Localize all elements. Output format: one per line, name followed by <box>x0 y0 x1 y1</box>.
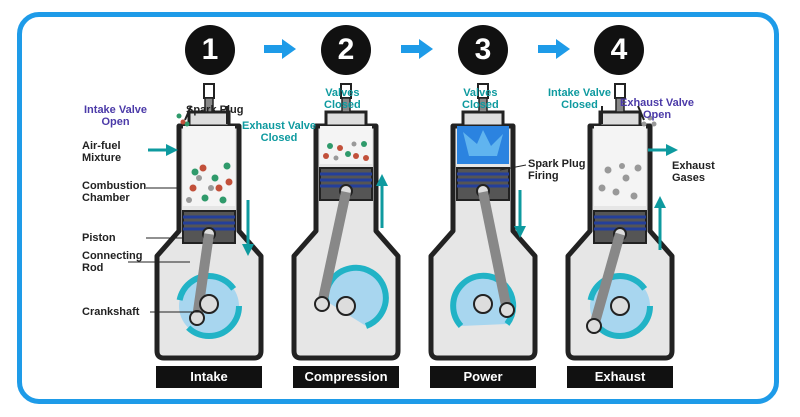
combustion-chamber-label: Combustion Chamber <box>82 180 147 204</box>
piston-label: Piston <box>82 232 116 244</box>
spark-plug-label: Spark Plug <box>186 104 244 116</box>
exhaust-valve-open-label: Exhaust Valve Open <box>620 97 694 121</box>
stage2-valves-closed-label: Valves Closed <box>324 87 361 111</box>
step-3-circle: 3 <box>458 25 508 75</box>
step-1-circle: 1 <box>185 25 235 75</box>
intake-stage-label: Intake <box>156 366 262 388</box>
intake-valve-open-label: Intake Valve Open <box>84 104 147 128</box>
power-stage-label: Power <box>430 366 536 388</box>
connecting-rod-label: Connecting Rod <box>82 250 143 274</box>
intake-valve-closed-label: Intake Valve Closed <box>548 87 611 111</box>
step-4-circle: 4 <box>594 25 644 75</box>
step-arrow-2 <box>401 39 433 59</box>
step-2-circle: 2 <box>321 25 371 75</box>
exhaust-stage-label: Exhaust <box>567 366 673 388</box>
exhaust-gases-label: Exhaust Gases <box>672 160 715 184</box>
air-fuel-mixture-label: Air-fuel Mixture <box>82 140 122 164</box>
exhaust-valve-closed-label: Exhaust Valve Closed <box>242 120 316 144</box>
compression-stage-label: Compression <box>293 366 399 388</box>
step-arrow-1 <box>264 39 296 59</box>
crankshaft-label: Crankshaft <box>82 306 140 318</box>
stage3-valves-closed-label: Valves Closed <box>462 87 499 111</box>
step-arrow-3 <box>538 39 570 59</box>
spark-plug-firing-label: Spark Plug Firing <box>528 158 586 182</box>
